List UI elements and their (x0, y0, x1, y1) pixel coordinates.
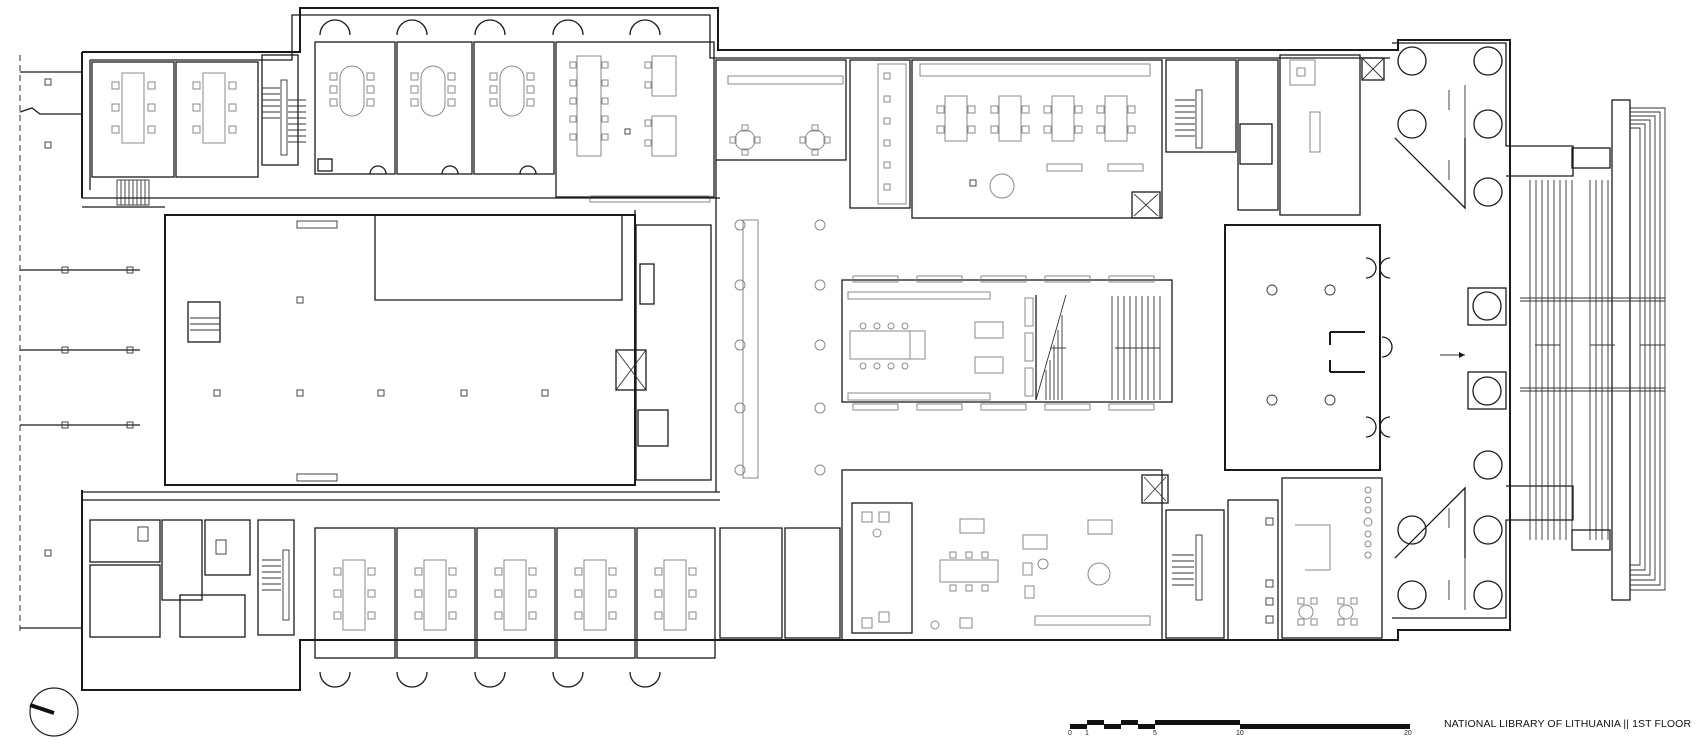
front-steps (1520, 99, 1666, 601)
study-room-top (911, 59, 1163, 219)
rooms-bottom-right (1165, 477, 1383, 641)
drawing-title: NATIONAL LIBRARY OF LITHUANIA || 1ST FLO… (1444, 718, 1692, 730)
scale-tick-20: 20 (1404, 730, 1412, 737)
scale-tick-0: 0 (1068, 730, 1072, 737)
facade-arches-top (319, 19, 661, 688)
meeting-rooms-bottom (314, 527, 716, 659)
left-boundary (19, 55, 140, 635)
corridor-top-cafe (715, 59, 911, 209)
rooms-bottom-middle (719, 469, 1169, 641)
vestibule-hall (1224, 224, 1393, 471)
oval-meeting-rooms-top (314, 41, 555, 175)
scale-tick-5: 5 (1153, 730, 1157, 737)
entrance-portico (1392, 42, 1574, 619)
meeting-rooms-top-left (91, 61, 259, 206)
rooms-bottom-left (89, 519, 295, 638)
north-arrow-icon (29, 687, 79, 737)
stair-top-right (1165, 54, 1385, 216)
reading-area-top (555, 41, 715, 203)
building-outline (81, 7, 1511, 691)
central-atrium (734, 219, 1173, 479)
scale-bar (1070, 720, 1410, 729)
corridors (82, 160, 720, 501)
scale-tick-1: 1 (1085, 730, 1089, 737)
scale-tick-10: 10 (1236, 730, 1244, 737)
large-hall (164, 214, 636, 486)
stair-top-left (261, 54, 306, 166)
